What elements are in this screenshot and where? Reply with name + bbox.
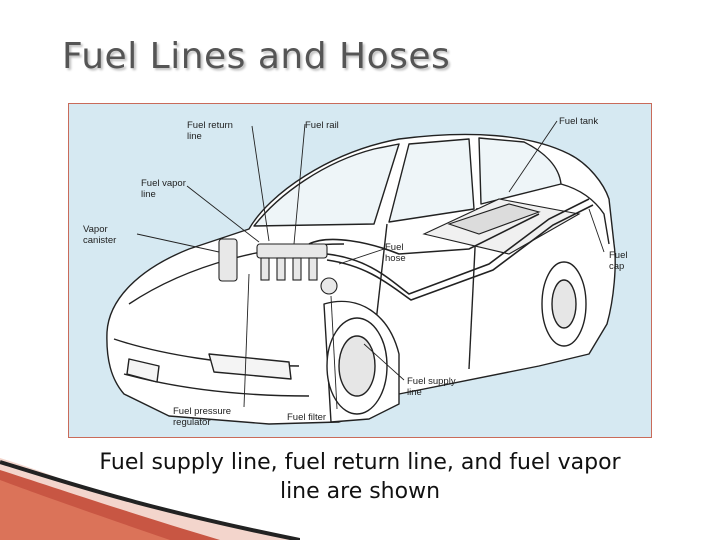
- label-fuel-tank: Fuel tank: [559, 116, 598, 127]
- label-fuel-rail: Fuel rail: [305, 120, 339, 131]
- label-fuel-filter: Fuel filter: [287, 412, 326, 423]
- car-illustration: [69, 104, 651, 437]
- slide-caption: Fuel supply line, fuel return line, and …: [80, 448, 640, 506]
- slide-title: Fuel Lines and Hoses: [62, 36, 450, 77]
